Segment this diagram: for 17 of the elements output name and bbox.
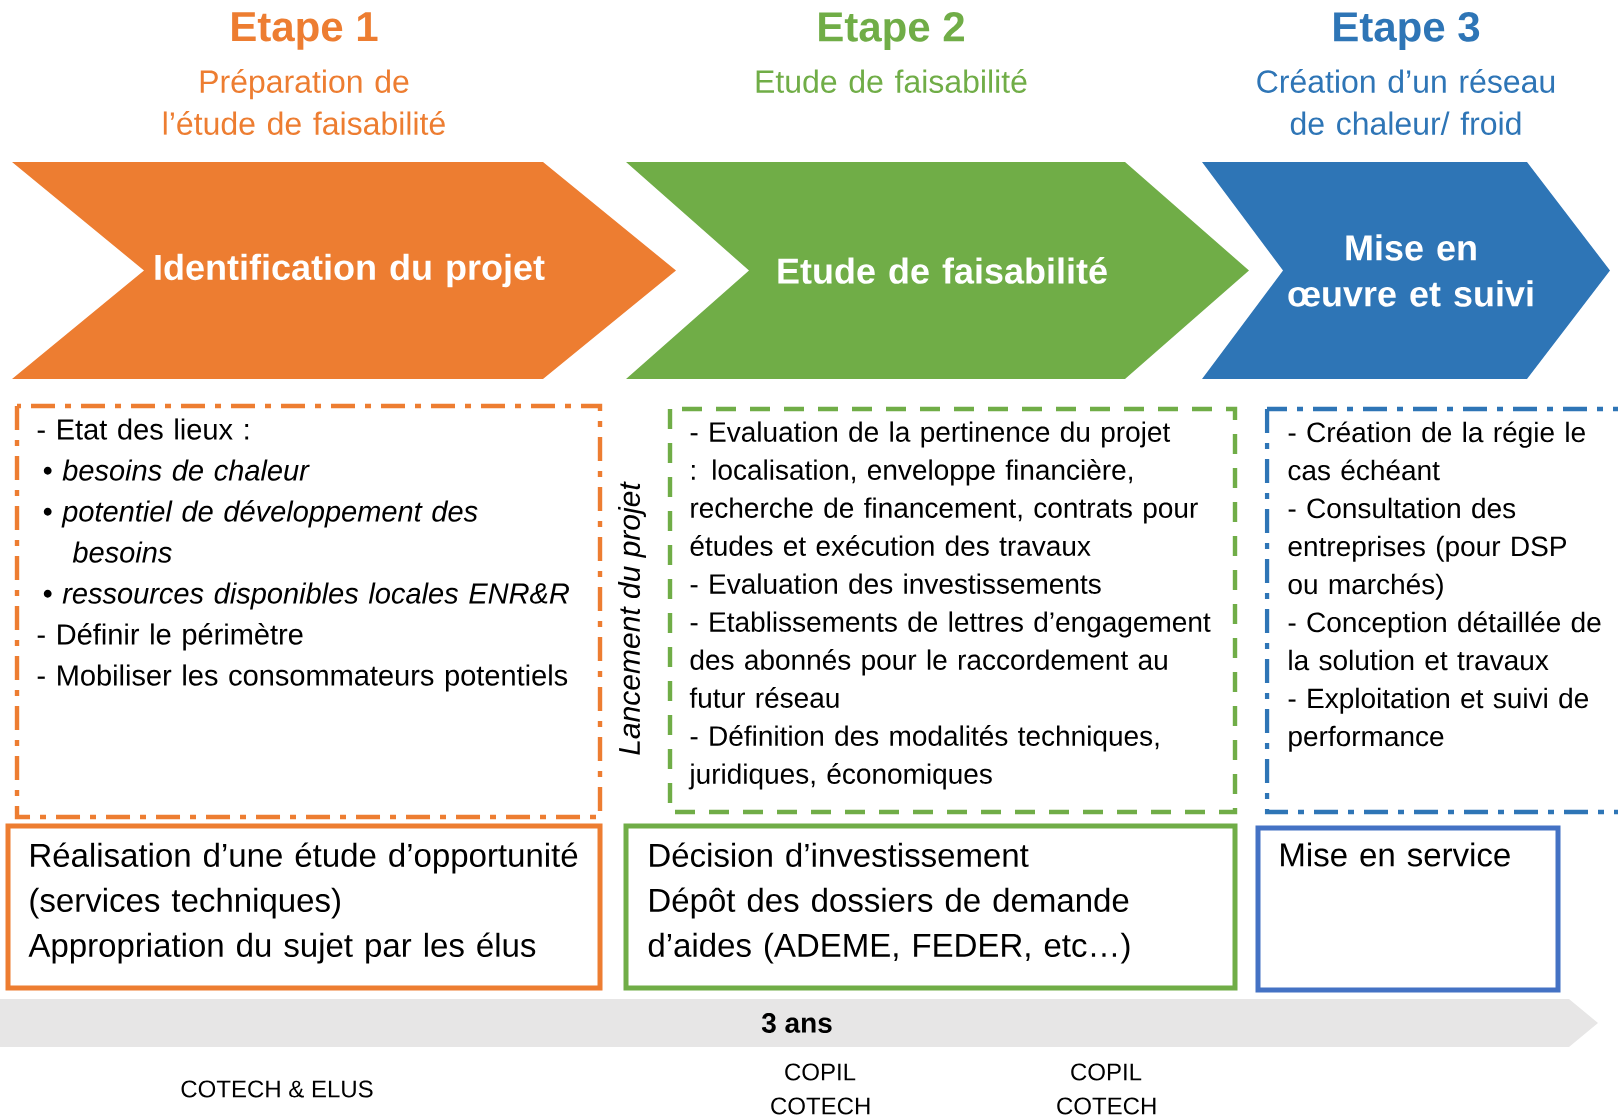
step-heading: Etape 2	[819, 12, 964, 51]
outlined-box: Décision d’investissement Dépôt des dossiers de demande d’aides (ADEME, FEDER, etc…)	[623, 823, 1238, 991]
stage-banner: Etude de faisabilité	[626, 162, 1249, 379]
stage-banner: Mise en œuvre et suivi	[1202, 162, 1610, 379]
stage-banner: Identification du projet	[12, 162, 676, 379]
step-heading: Etape 1	[232, 12, 378, 50]
step-subtitle: Etude de faisabilité	[756, 69, 1027, 93]
outlined-box: Réalisation d’une étude d’opportunité (services techniques) Appropriation du sujet par les élus	[5, 823, 603, 991]
dashed-box: - Etat des lieux : • besoins de chaleur • potentiel de développement des besoins • ressources disponibles locales ENR&R - Définir le périmètre - Mobiliser les consommateurs potentiels	[14, 403, 603, 820]
vertical-label: Lancement du projet	[618, 481, 646, 755]
committee-label: COTECH & ELUS	[181, 1080, 373, 1098]
dashed-box: - Création de la régie le cas échéant - Consultation des entreprises (pour DSP ou marchés) - Conception détaillée de la solution et travaux - Exploitation et suivi de performance	[1264, 406, 1618, 815]
dashed-box: - Evaluation de la pertinence du projet : localisation, enveloppe financière, recherche de financement, contrats pour études et exécution des travaux - Evaluation des investissements - Etablissements de lettres d’engagement des abonnés pour le raccordement au futur réseau - Définition des modalités techniques, juridiques, économiques	[667, 406, 1238, 815]
step-subtitle: Création d’un réseau de chaleur/ froid	[1257, 69, 1555, 135]
step-subtitle: Préparation de l’étude de faisabilité	[163, 69, 445, 135]
outlined-box: Mise en service	[1255, 825, 1561, 993]
step-heading: Etape 3	[1334, 12, 1480, 51]
